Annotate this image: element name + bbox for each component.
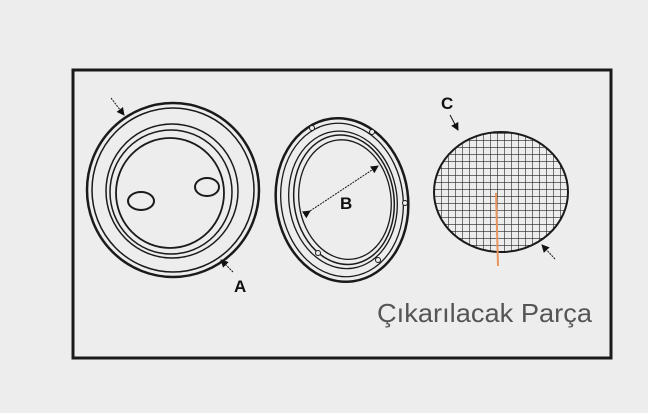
frame-border (71, 68, 613, 360)
part-a-ring (85, 101, 261, 279)
part-c-mesh (433, 131, 569, 253)
screw-holes (309, 125, 408, 263)
arrow-c-top (449, 114, 459, 131)
orange-marker-line (495, 192, 499, 267)
caption: Çıkarılacak Parça (377, 298, 593, 328)
label-b: B (340, 194, 352, 213)
arrow-c-bottom (541, 244, 556, 260)
slot-right (194, 177, 220, 197)
slot-left (127, 191, 155, 211)
part-b-flange (274, 117, 410, 283)
label-a: A (234, 277, 246, 296)
dimension-arrow-b (301, 165, 379, 219)
arrow-a-top (110, 97, 125, 116)
label-c: C (441, 94, 453, 113)
